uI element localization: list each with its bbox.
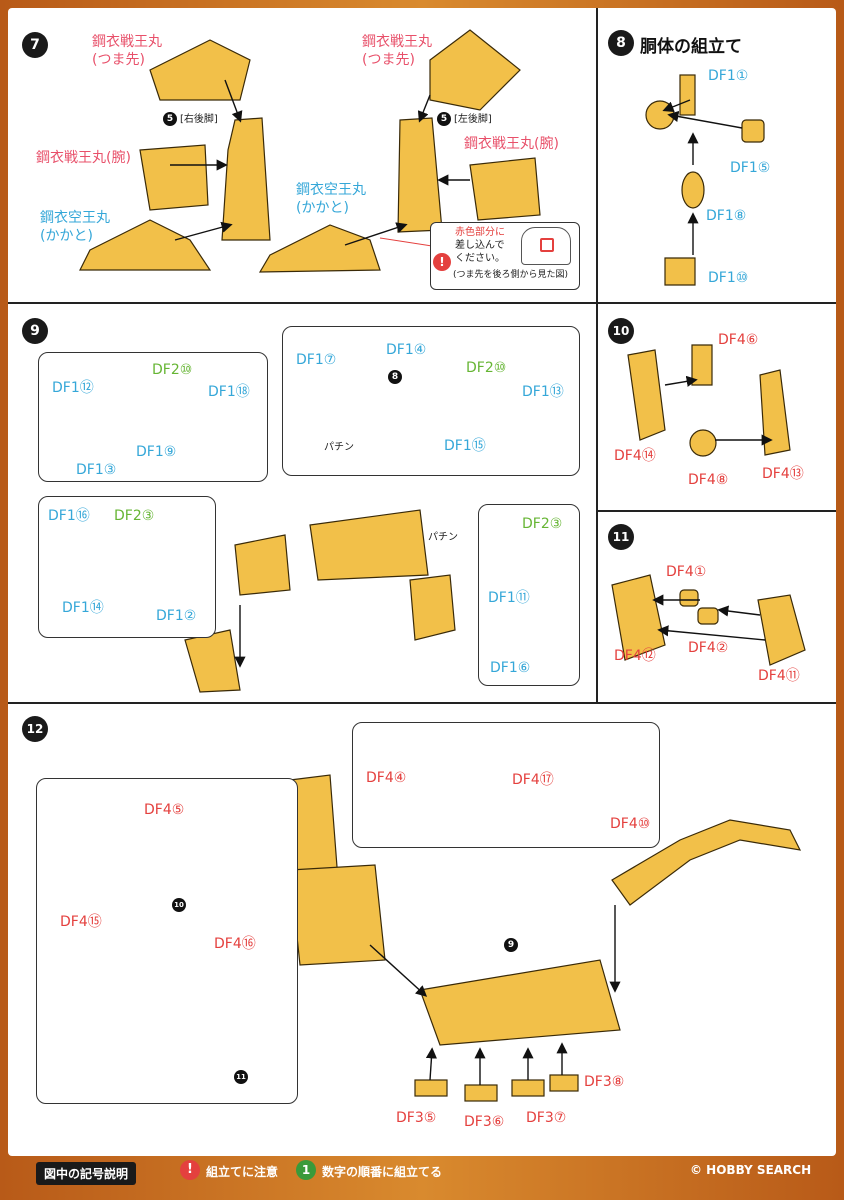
label-arm-left: 鋼衣戦王丸(腕) [36, 150, 131, 166]
label-left-rear-leg: [左後脚] [454, 114, 492, 125]
step-9-number: 9 [22, 318, 48, 344]
step-8-number: 8 [608, 30, 634, 56]
step-11-number: 11 [608, 524, 634, 550]
label-heel-mid-sub: (かかと) [296, 200, 349, 216]
part-c-df1-2: DF1② [156, 608, 197, 624]
step-9-callout-d [478, 504, 580, 686]
step-12-callout-top [352, 722, 660, 848]
pachin-sound-main: パチン [428, 532, 458, 543]
divider-h-2 [596, 510, 836, 512]
marker-10: 10 [172, 898, 186, 912]
marker-11: 11 [234, 1070, 248, 1084]
divider-h-1 [8, 302, 836, 304]
insert-slot-highlight [540, 238, 554, 252]
step-8-title: 胴体の組立て [640, 37, 742, 57]
part-df3-7: DF3⑦ [526, 1110, 567, 1126]
part-df4-11: DF4⑪ [758, 668, 800, 684]
part-df4-4: DF4④ [366, 770, 407, 786]
part-df4-17: DF4⑰ [512, 772, 554, 788]
pachin-sound-b: パチン [324, 442, 354, 453]
part-df4-12: DF4⑫ [614, 648, 656, 664]
part-df4-1: DF4① [666, 564, 707, 580]
part-c-df1-16: DF1⑯ [48, 508, 90, 524]
label-toe-left-sub: (つま先) [92, 52, 145, 68]
part-df1-1: DF1① [708, 68, 749, 84]
step-9-callout-b [282, 326, 580, 476]
part-df4-6: DF4⑥ [718, 332, 759, 348]
step-10-number: 10 [608, 318, 634, 344]
warning-text-4: (つま先を後ろ側から見た図) [453, 270, 569, 280]
part-b-df1-13: DF1⑬ [522, 384, 564, 400]
warning-text-2: 差し込んで [455, 240, 505, 251]
watermark: © HOBBY SEARCH [690, 1163, 812, 1177]
label-arm-right: 鋼衣戦王丸(腕) [464, 136, 559, 152]
part-df1-10: DF1⑩ [708, 270, 749, 286]
part-c-df2-3: DF2③ [114, 508, 155, 524]
step-9-callout-a [38, 352, 268, 482]
legend-title: 図中の記号説明 [36, 1162, 137, 1185]
step-12-callout-left [36, 778, 298, 1104]
part-df4-16: DF4⑯ [214, 936, 256, 952]
divider-v-top [596, 8, 598, 702]
order-icon: 1 [296, 1160, 316, 1180]
part-d-df1-11: DF1⑪ [488, 590, 530, 606]
part-c-df1-14: DF1⑭ [62, 600, 104, 616]
part-b-df2-10: DF2⑩ [466, 360, 507, 376]
warning-text-1: 赤色部分に [455, 227, 505, 238]
part-df3-6: DF3⑥ [464, 1114, 505, 1130]
toe-back-view-diagram [521, 227, 571, 265]
part-df4-8: DF4⑧ [688, 472, 729, 488]
warning-note-box: ! 赤色部分に 差し込んで ください。 (つま先を後ろ側から見た図) [430, 222, 580, 290]
part-df4-10: DF4⑩ [610, 816, 651, 832]
part-a-df1-12: DF1⑫ [52, 380, 94, 396]
warning-icon: ! [433, 253, 451, 271]
part-b-df1-7: DF1⑦ [296, 352, 337, 368]
part-a-df2-10: DF2⑩ [152, 362, 193, 378]
part-df1-5: DF1⑤ [730, 160, 771, 176]
label-toe-left: 鋼衣戦王丸 [92, 34, 162, 50]
part-b-df1-15: DF1⑮ [444, 438, 486, 454]
part-df4-2: DF4② [688, 640, 729, 656]
part-b-df1-4: DF1④ [386, 342, 427, 358]
part-a-df1-18: DF1⑱ [208, 384, 250, 400]
step-7-number: 7 [22, 32, 48, 58]
part-df1-8: DF1⑧ [706, 208, 747, 224]
marker-5-right: 5 [163, 112, 177, 126]
label-toe-right: 鋼衣戦王丸 [362, 34, 432, 50]
label-heel-left-sub: (かかと) [40, 228, 93, 244]
caution-icon: ! [180, 1160, 200, 1180]
divider-h-3 [8, 702, 836, 704]
label-heel-mid: 鋼衣空王丸 [296, 182, 366, 198]
part-df3-8: DF3⑧ [584, 1074, 625, 1090]
step-12-number: 12 [22, 716, 48, 742]
part-df4-15: DF4⑮ [60, 914, 102, 930]
label-toe-right-sub: (つま先) [362, 52, 415, 68]
part-d-df2-3: DF2③ [522, 516, 563, 532]
part-df4-14: DF4⑭ [614, 448, 656, 464]
step-9-callout-c [38, 496, 216, 638]
legend-order-text: 数字の順番に組立てる [322, 1165, 443, 1179]
legend-caution-text: 組立てに注意 [206, 1165, 279, 1179]
warning-text-3: ください。 [455, 253, 505, 264]
marker-9: 9 [504, 938, 518, 952]
marker-8: 8 [388, 370, 402, 384]
part-df4-13: DF4⑬ [762, 466, 804, 482]
part-df4-5: DF4⑤ [144, 802, 185, 818]
part-a-df1-3: DF1③ [76, 462, 117, 478]
part-df3-5: DF3⑤ [396, 1110, 437, 1126]
part-d-df1-6: DF1⑥ [490, 660, 531, 676]
label-heel-left: 鋼衣空王丸 [40, 210, 110, 226]
part-a-df1-9: DF1⑨ [136, 444, 177, 460]
marker-5-left: 5 [437, 112, 451, 126]
label-right-rear-leg: [右後脚] [180, 114, 218, 125]
